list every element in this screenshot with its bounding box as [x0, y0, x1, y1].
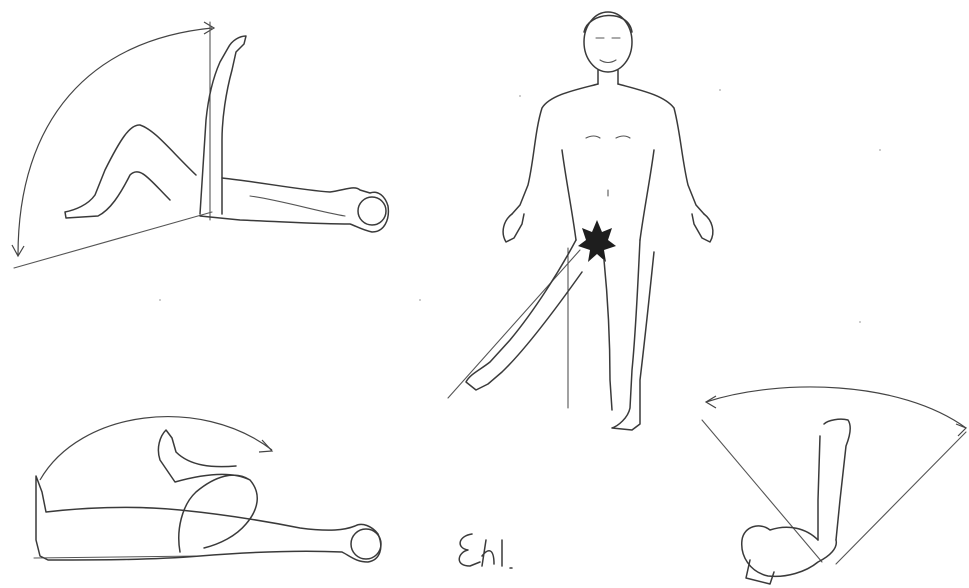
panel-hip-rotation: [702, 387, 966, 584]
rotation-reference-left: [702, 420, 822, 562]
rom-arc-arrow: [40, 417, 272, 480]
abducted-leg: [466, 240, 582, 390]
left-hand: [503, 214, 524, 242]
right-hand: [692, 214, 713, 242]
abduction-reference: [448, 250, 580, 398]
bent-knee-thigh: [742, 526, 837, 576]
panel-supine-knee-flexion: [34, 417, 381, 562]
raised-lower-leg: [818, 419, 850, 540]
bent-leg: [65, 125, 196, 218]
standing-leg: [604, 240, 654, 430]
chest-marks: [586, 136, 630, 196]
floor-reference-line: [14, 212, 212, 268]
rom-arc-arrow: [18, 28, 212, 255]
panel-supine-leg-raise: [12, 22, 388, 268]
panel-standing-abduction: [448, 12, 713, 430]
hair: [584, 15, 632, 32]
head: [358, 197, 386, 225]
head: [351, 529, 381, 559]
lower-foot: [746, 560, 774, 584]
signature: [459, 534, 512, 568]
flexed-leg: [158, 430, 257, 552]
arm-line: [250, 196, 345, 216]
leaf-icon: [578, 220, 616, 262]
extended-leg-and-torso: [36, 476, 381, 562]
raised-leg: [200, 36, 246, 214]
rom-arc-arrow: [706, 387, 966, 428]
rotation-reference-right: [836, 432, 966, 564]
signature-mark: [459, 534, 512, 568]
face-mouth: [600, 60, 616, 63]
